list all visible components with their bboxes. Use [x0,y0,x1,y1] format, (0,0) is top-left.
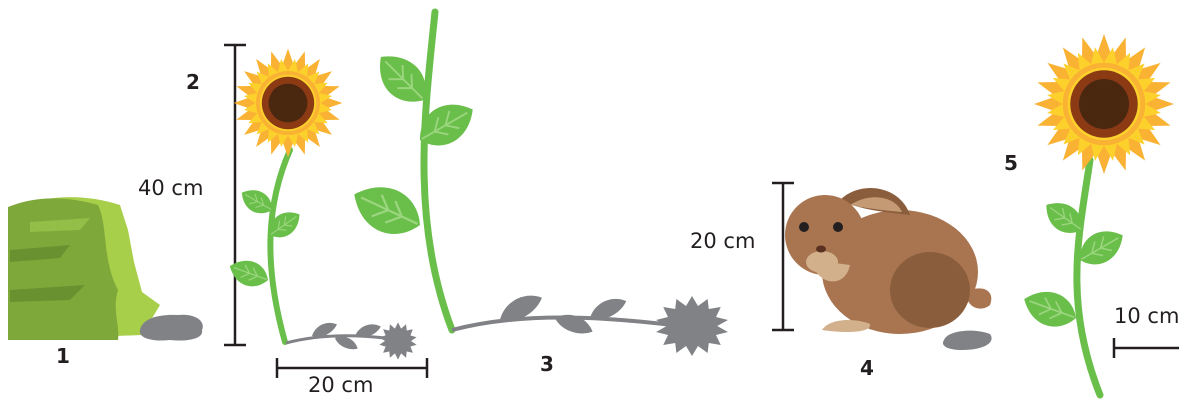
panel-number-5: 5 [1004,153,1018,173]
measure-bar-10cm [1114,338,1179,358]
sunflower-2 [226,49,343,342]
panel-number-2: 2 [186,72,200,92]
bush-1 [8,197,160,340]
sunflower-5 [1018,34,1174,395]
height-label-sunflower: 40 cm [138,178,203,199]
rabbit-4 [785,188,991,334]
width-label-10cm: 10 cm [1114,306,1179,327]
height-label-rabbit: 20 cm [690,231,755,252]
panel-number-1: 1 [56,346,70,366]
panel-number-3: 3 [540,354,554,374]
panel-number-4: 4 [860,358,874,378]
plant-shadow-3 [452,288,728,356]
rabbit-shadow-4 [943,331,992,350]
sunflower-shadow-2 [286,319,417,360]
width-label-shadow: 20 cm [308,375,373,396]
tall-plant-3 [345,12,482,330]
measure-bar-20cm-rabbit [772,183,794,330]
